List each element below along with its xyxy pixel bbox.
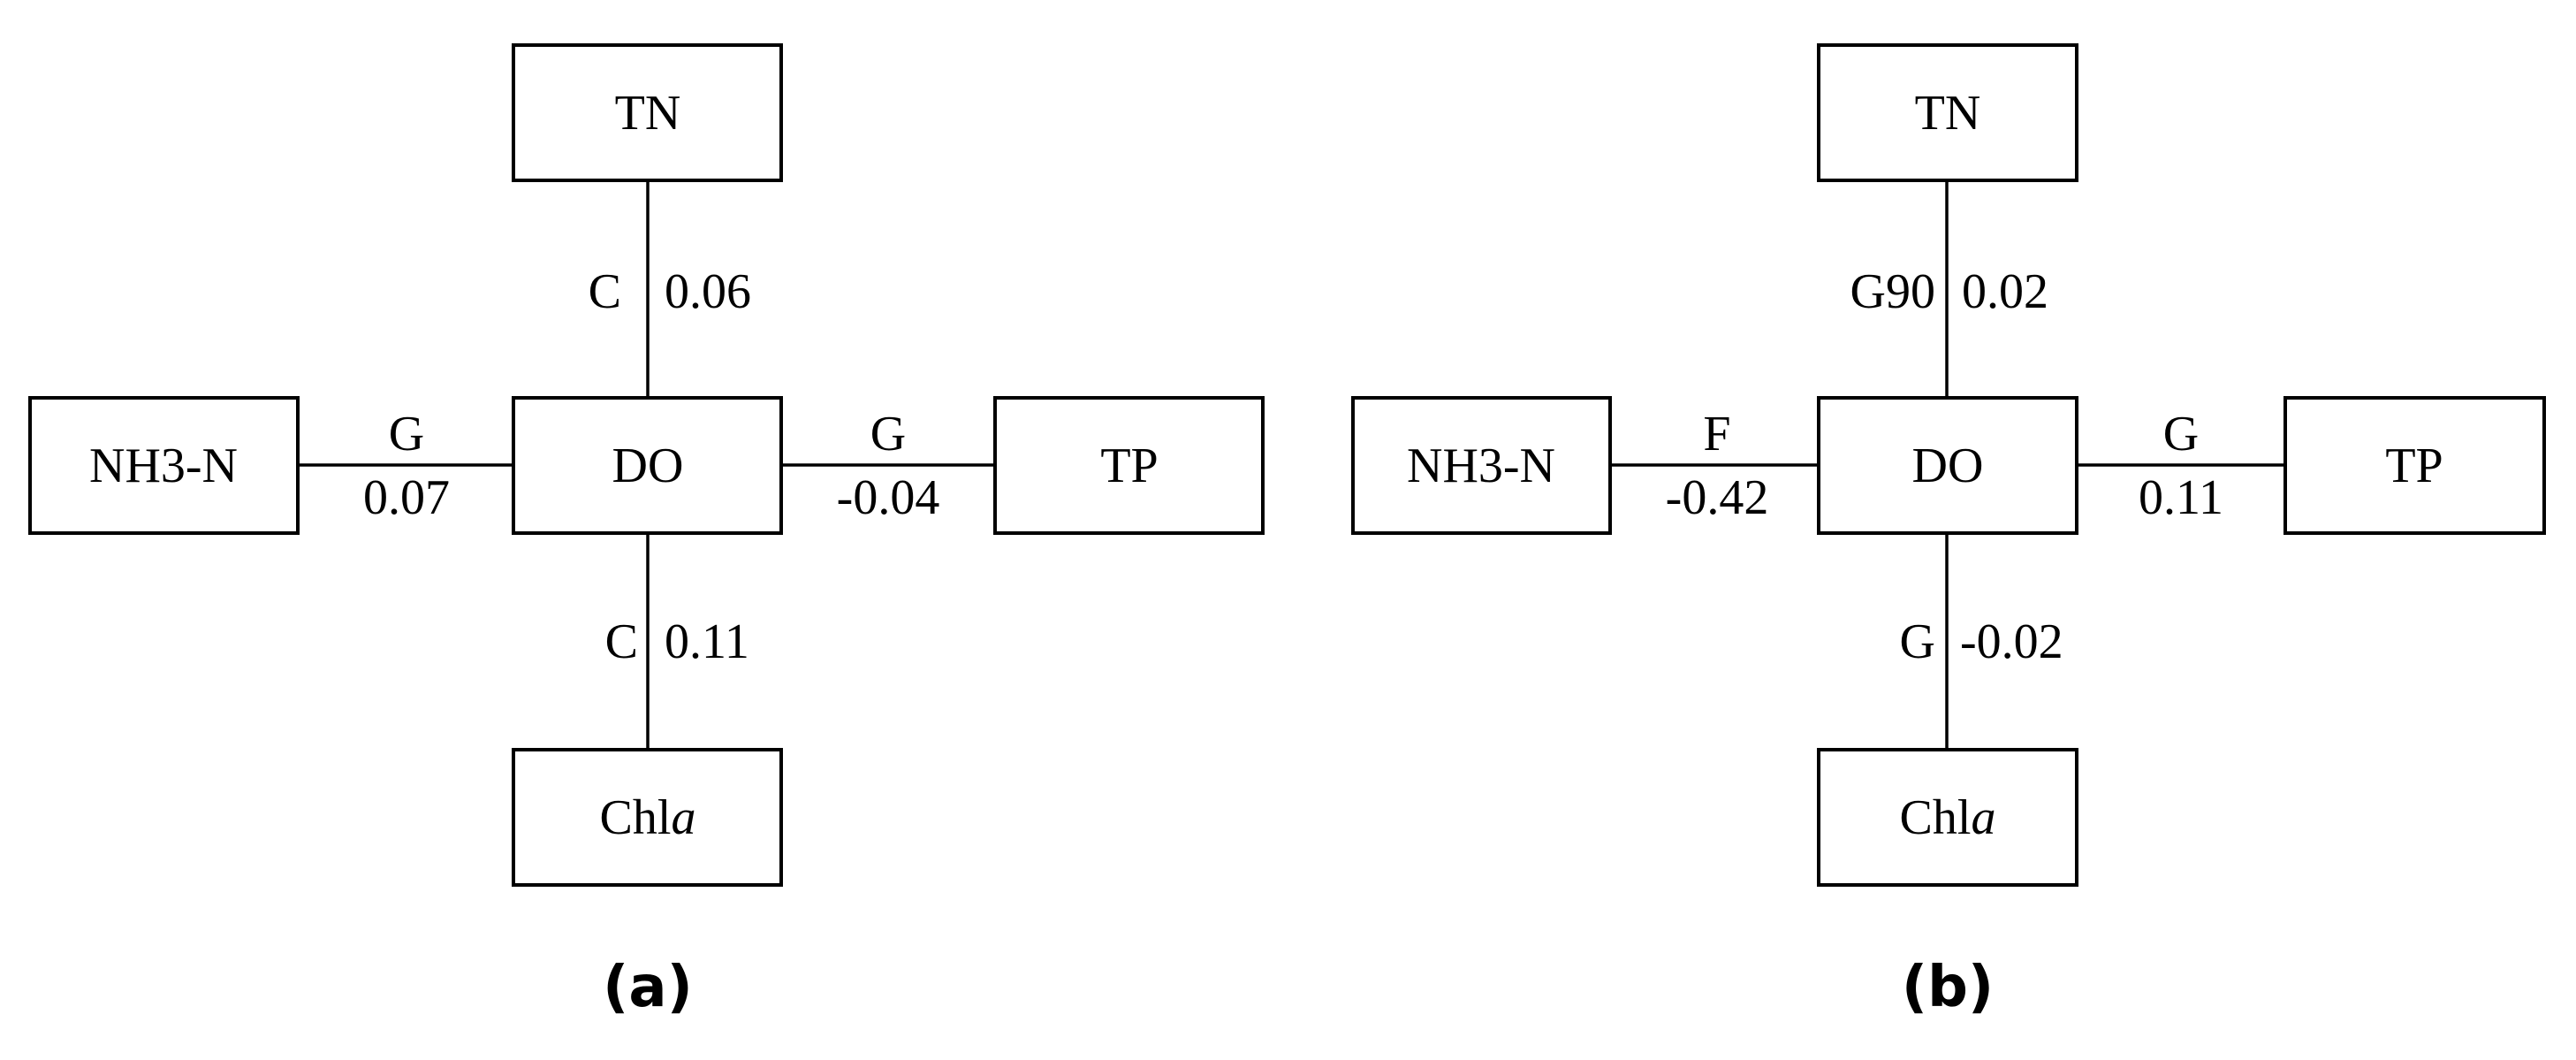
panel-b-edge-left-model: F	[1703, 407, 1730, 461]
panel-a-edge-right-value: -0.04	[837, 470, 940, 525]
panel-a-node-center: DO	[512, 396, 783, 535]
panel-a-edge-top-model: C	[589, 264, 621, 319]
panel-b-node-center: DO	[1817, 396, 2078, 535]
panel-a-node-center-label: DO	[612, 438, 684, 493]
panel-b-caption: (b)	[1902, 955, 1994, 1020]
panel-b-node-top-label: TN	[1915, 86, 1981, 141]
panel-b: TN NH3-N DO TP Chla G90 0.02 F -0.42 G 0…	[1351, 43, 2546, 1020]
panel-a-edge-top-value: 0.06	[665, 264, 751, 319]
panel-b-edge-left-value: -0.42	[1666, 470, 1769, 525]
panel-a-node-left-label: NH3-N	[89, 438, 238, 493]
panel-b-edge-top-value: 0.02	[1962, 264, 2048, 319]
panel-b-node-center-label: DO	[1912, 438, 1984, 493]
panel-b-node-left: NH3-N	[1351, 396, 1612, 535]
panel-b-edge-right-value: 0.11	[2139, 470, 2223, 525]
panel-a: TN NH3-N DO TP Chla C 0.06 G 0.07 G -0.0…	[28, 43, 1265, 1020]
panel-a-node-left: NH3-N	[28, 396, 300, 535]
panel-b-node-right: TP	[2283, 396, 2546, 535]
panel-a-edge-bottom-value: 0.11	[665, 614, 749, 669]
panel-a-edge-right-model: G	[870, 407, 906, 461]
panel-b-edge-bottom-model: G	[1900, 614, 1935, 669]
panel-a-edge-left-value: 0.07	[363, 470, 450, 525]
panel-a-node-top-label: TN	[615, 86, 681, 141]
panel-a-node-right-label: TP	[1100, 438, 1158, 493]
panel-b-node-left-label: NH3-N	[1407, 438, 1555, 493]
panel-b-edge-right-model: G	[2163, 407, 2199, 461]
panel-a-edge-left-model: G	[389, 407, 424, 461]
panel-b-node-bottom: Chla	[1817, 748, 2078, 887]
panel-a-node-right: TP	[993, 396, 1265, 535]
panel-a-node-top: TN	[512, 43, 783, 182]
panel-a-caption: (a)	[603, 955, 693, 1020]
panel-b-node-bottom-label: Chla	[1900, 790, 1996, 845]
panel-b-node-right-label: TP	[2385, 438, 2443, 493]
panel-a-node-bottom-label: Chla	[600, 790, 696, 845]
panel-b-edge-top-model: G90	[1850, 264, 1935, 319]
panel-a-edge-bottom-model: C	[605, 614, 638, 669]
panel-a-node-bottom: Chla	[512, 748, 783, 887]
panel-b-node-top: TN	[1817, 43, 2078, 182]
panel-b-edge-bottom-value: -0.02	[1960, 614, 2063, 669]
